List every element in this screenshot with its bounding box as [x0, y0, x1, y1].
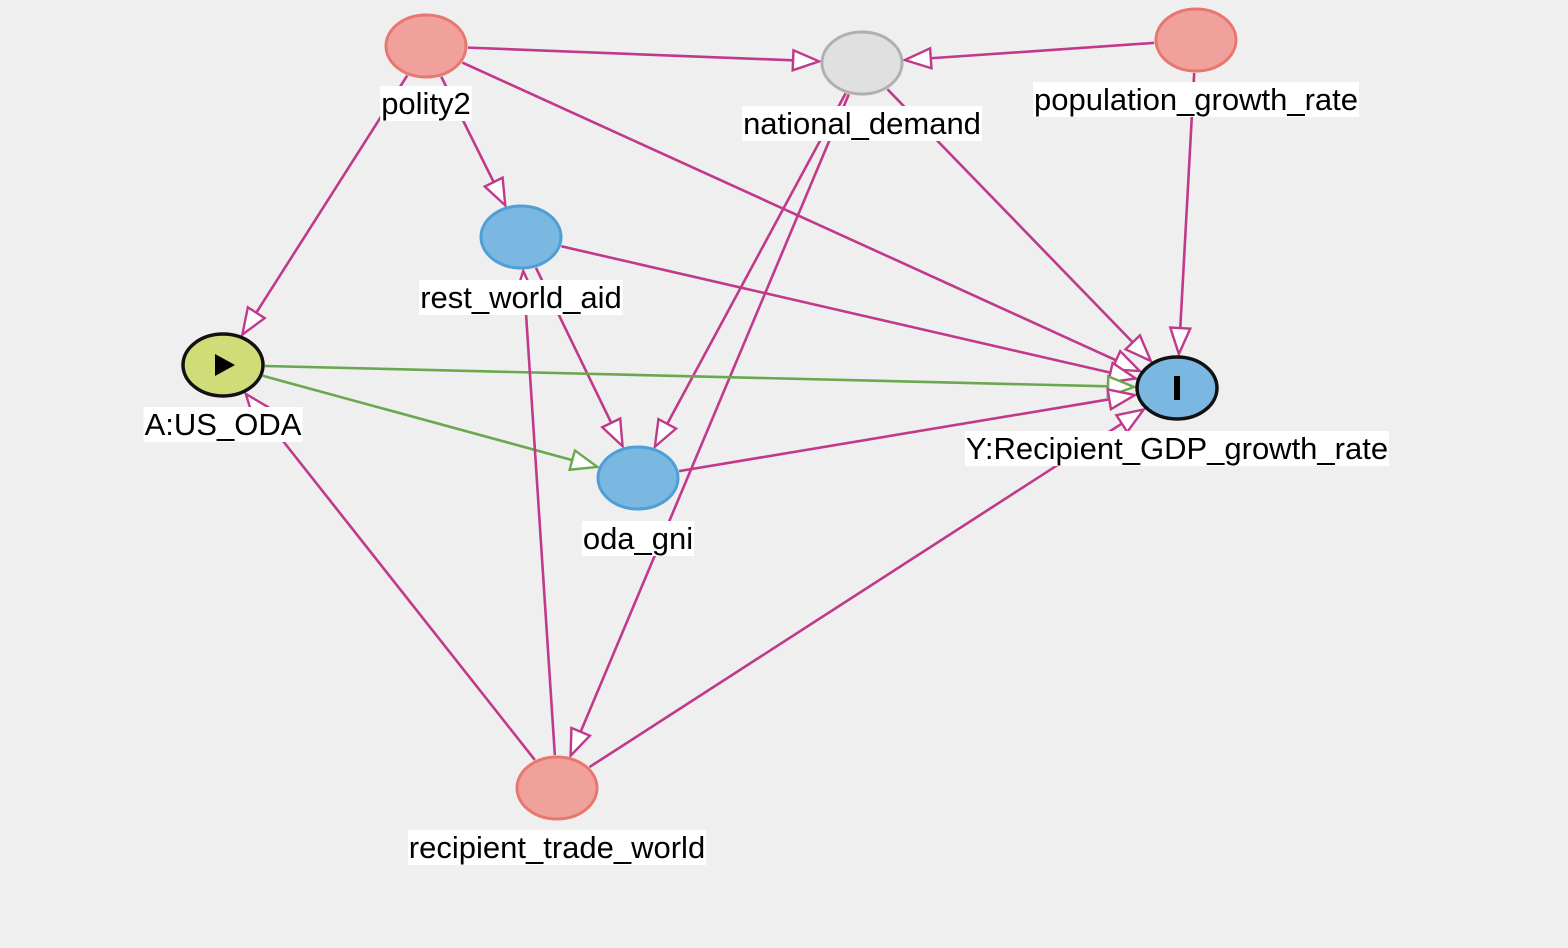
arrowhead-icon [1168, 326, 1193, 358]
node-label-text: A:US_ODA [145, 407, 302, 442]
arrowhead-icon [1106, 387, 1139, 412]
label-background [407, 830, 707, 865]
edges-layer [240, 41, 1196, 769]
arrowhead-icon [901, 46, 933, 70]
node-label-recipient_gdp: Y:Recipient_GDP_growth_rate [964, 431, 1390, 466]
edge-line [262, 374, 573, 462]
labels-layer: polity2 national_demand population_growth_… [143, 82, 1390, 865]
label-background [143, 407, 303, 442]
node-label-text: oda_gni [583, 521, 693, 556]
edge-line [678, 398, 1110, 473]
play-icon [215, 354, 235, 376]
node-us_oda[interactable] [181, 332, 265, 398]
node-label-national_demand: national_demand [742, 106, 982, 141]
label-background [380, 86, 472, 121]
label-background [581, 521, 695, 556]
node-ellipse[interactable] [479, 204, 563, 270]
node-label-text: rest_world_aid [420, 280, 622, 315]
edge-population_growth_rate-to-national_demand [901, 41, 1155, 70]
node-label-oda_gni: oda_gni [581, 521, 695, 556]
bar-icon [1174, 376, 1180, 400]
edge-rest_world_aid-to-recipient_gdp [561, 245, 1139, 384]
arrowhead-icon [600, 416, 625, 450]
node-recipient_gdp[interactable] [1135, 355, 1219, 421]
edge-recipient_trade_world-to-us_oda [243, 391, 536, 761]
edge-line [264, 364, 1109, 388]
arrowhead-icon [1114, 407, 1147, 435]
node-label-text: recipient_trade_world [409, 830, 705, 865]
arrowhead-icon [791, 48, 823, 73]
edge-us_oda-to-oda_gni [262, 374, 601, 472]
node-polity2[interactable] [384, 13, 468, 79]
node-label-us_oda: A:US_ODA [143, 407, 303, 442]
label-background [742, 106, 982, 141]
label-background [1032, 82, 1360, 117]
label-background [964, 431, 1390, 466]
arrowhead-icon [240, 305, 267, 338]
label-background [419, 280, 623, 315]
arrowhead-icon [1123, 333, 1154, 364]
node-label-polity2: polity2 [380, 86, 472, 121]
edge-line [461, 61, 1117, 362]
edge-line [579, 93, 851, 733]
nodes-layer [181, 7, 1238, 821]
edge-polity2-to-national_demand [467, 46, 823, 73]
edge-national_demand-to-recipient_trade_world [569, 93, 851, 759]
arrowhead-icon [653, 417, 679, 450]
edge-line [467, 46, 794, 62]
edge-line [561, 245, 1111, 374]
node-ellipse[interactable] [596, 445, 680, 511]
node-ellipse[interactable] [820, 30, 904, 96]
node-national_demand[interactable] [820, 30, 904, 96]
edge-oda_gni-to-recipient_gdp [678, 387, 1139, 473]
node-label-text: population_growth_rate [1034, 82, 1358, 117]
node-population_growth_rate[interactable] [1154, 7, 1238, 73]
node-oda_gni[interactable] [596, 445, 680, 511]
arrowhead-icon [482, 175, 507, 209]
edge-line [588, 422, 1123, 769]
node-ellipse[interactable] [384, 13, 468, 79]
edge-line [930, 41, 1155, 60]
edge-line [260, 413, 536, 761]
node-label-rest_world_aid: rest_world_aid [419, 280, 623, 315]
node-label-text: polity2 [381, 86, 471, 121]
node-ellipse[interactable] [515, 755, 599, 821]
node-label-text: Y:Recipient_GDP_growth_rate [966, 431, 1388, 466]
edge-line [666, 92, 847, 425]
edge-line [523, 296, 557, 756]
edge-recipient_trade_world-to-recipient_gdp [588, 407, 1147, 769]
edge-us_oda-to-recipient_gdp [264, 364, 1138, 399]
node-label-text: national_demand [743, 106, 981, 141]
edge-national_demand-to-oda_gni [653, 92, 847, 450]
node-ellipse[interactable] [1154, 7, 1238, 73]
node-recipient_trade_world[interactable] [515, 755, 599, 821]
arrowhead-icon [1106, 360, 1139, 384]
arrowhead-icon [568, 448, 601, 472]
node-label-population_growth_rate: population_growth_rate [1032, 82, 1360, 117]
node-rest_world_aid[interactable] [479, 204, 563, 270]
edge-recipient_trade_world-to-rest_world_aid [513, 267, 557, 756]
node-label-recipient_trade_world: recipient_trade_world [407, 830, 707, 865]
arrowhead-icon [569, 726, 592, 759]
